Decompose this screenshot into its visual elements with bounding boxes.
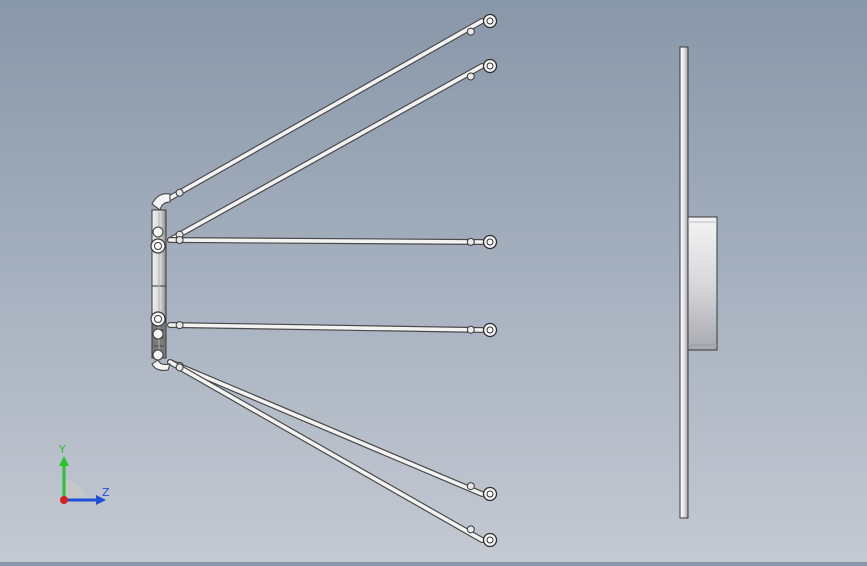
- tie-rod-4[interactable]: [167, 321, 498, 338]
- tie-rod-5[interactable]: [167, 359, 498, 502]
- tie-rod-2[interactable]: [167, 58, 498, 243]
- flange-plate[interactable]: [679, 46, 689, 519]
- tie-rod-6[interactable]: [167, 359, 498, 548]
- flange-hub[interactable]: [687, 216, 718, 351]
- coordinate-triad: Y Z: [58, 443, 110, 505]
- tie-rods[interactable]: [167, 13, 498, 548]
- triad-y-label: Y: [58, 443, 66, 456]
- tie-rod-3[interactable]: [167, 234, 498, 250]
- triad-z-label: Z: [102, 486, 110, 499]
- triad-x-axis: [60, 496, 68, 504]
- flange-assembly[interactable]: [679, 46, 718, 519]
- bracket-pivots[interactable]: [150, 193, 171, 371]
- tie-rod-1[interactable]: [167, 13, 498, 201]
